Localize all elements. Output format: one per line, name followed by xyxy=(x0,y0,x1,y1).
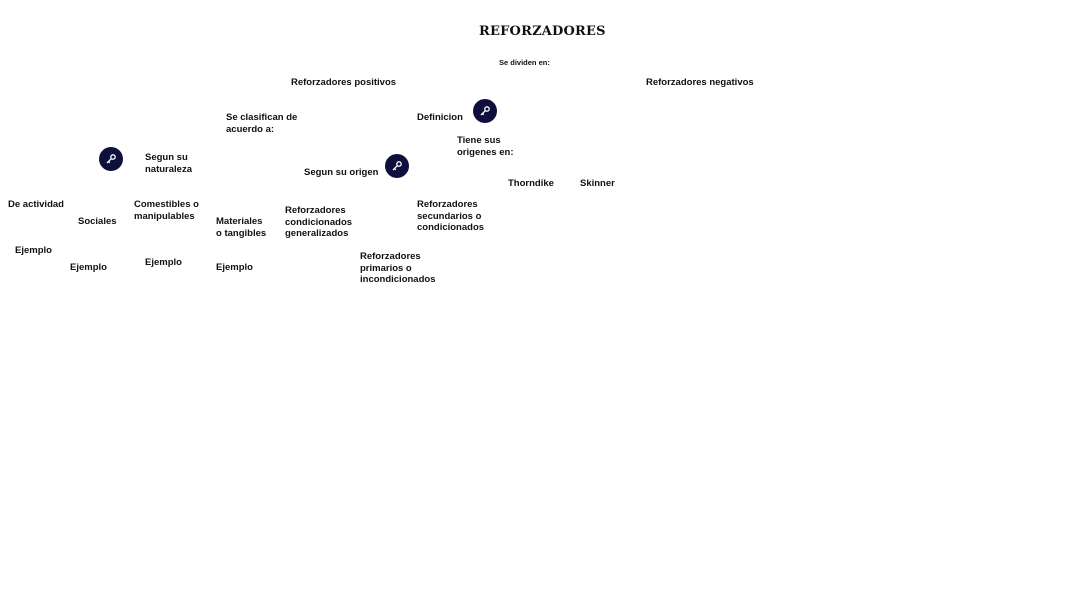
node-ejemplo: Ejemplo xyxy=(15,245,52,256)
node-ejemplo: Ejemplo xyxy=(145,257,182,268)
node-ejemplo: Ejemplo xyxy=(70,262,107,273)
node-reforzadores-negativos: Reforzadores negativos xyxy=(646,77,754,88)
node-reforzadores-positivos: Reforzadores positivos xyxy=(291,77,397,88)
key-icon[interactable] xyxy=(385,154,409,178)
node-de-actividad: De actividad xyxy=(8,199,64,210)
node-definicion: Definicion xyxy=(417,112,463,123)
node-ejemplo: Ejemplo xyxy=(216,262,253,273)
node-sociales: Sociales xyxy=(78,216,117,227)
node-secundarios: Reforzadores secundarios o condicionados xyxy=(417,199,485,233)
node-materiales: Materiales o tangibles xyxy=(216,216,267,239)
node-primarios: Reforzadores primarios o incondicionados xyxy=(360,251,436,285)
node-se-dividen: Se dividen en: xyxy=(499,58,550,67)
node-segun-origen: Segun su origen xyxy=(304,167,379,178)
key-icon[interactable] xyxy=(473,99,497,123)
key-icon[interactable] xyxy=(99,147,123,171)
node-tiene-origenes: Tiene sus origenes en: xyxy=(457,135,514,158)
node-condicionados-generalizados: Reforzadores condicionados generalizados xyxy=(285,205,353,239)
node-comestibles: Comestibles o manipulables xyxy=(134,199,199,222)
node-se-clasifican: Se clasifican de acuerdo a: xyxy=(226,112,298,135)
node-segun-naturaleza: Segun su naturaleza xyxy=(145,152,192,175)
map-title: REFORZADORES xyxy=(479,24,606,39)
node-thorndike: Thorndike xyxy=(508,178,554,189)
node-skinner: Skinner xyxy=(580,178,615,189)
